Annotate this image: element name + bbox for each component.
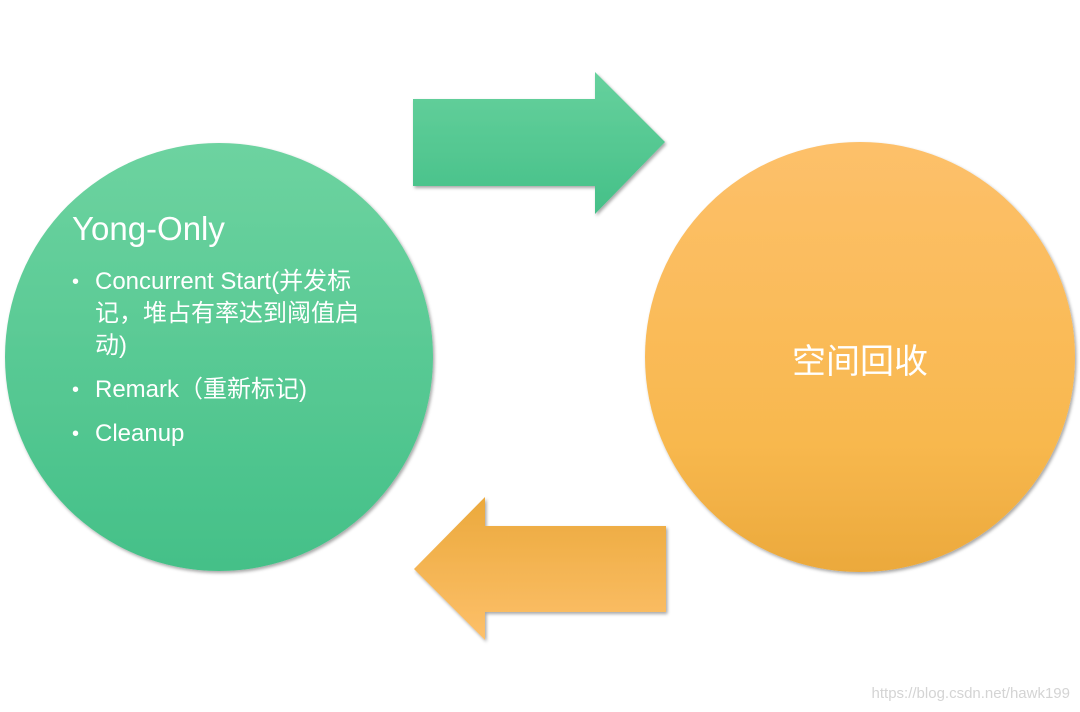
phase-remark: Remark（重新标记): [95, 376, 308, 403]
list-item: • Concurrent Start(并发标记，堆占有率达到阈值启动): [72, 266, 372, 362]
young-only-node: [5, 143, 433, 571]
arrow-left-icon: [414, 497, 666, 640]
young-only-phase-list: • Concurrent Start(并发标记，堆占有率达到阈值启动) • Re…: [72, 266, 372, 462]
bullet-icon: •: [72, 423, 80, 445]
arrow-right-icon: [413, 72, 665, 214]
bullet-icon: •: [72, 271, 80, 293]
watermark: https://blog.csdn.net/hawk199: [871, 685, 1070, 702]
phase-concurrent-start: Concurrent Start(并发标记，堆占有率达到阈值启动): [95, 268, 359, 359]
bullet-icon: •: [72, 379, 80, 401]
space-reclaim-label: 空间回收: [792, 343, 928, 381]
young-only-title: Yong-Only: [72, 210, 225, 247]
phase-cleanup: Cleanup: [95, 420, 185, 447]
list-item: • Cleanup: [72, 418, 372, 450]
list-item: • Remark（重新标记): [72, 374, 372, 406]
space-reclaim-node: [645, 142, 1075, 572]
